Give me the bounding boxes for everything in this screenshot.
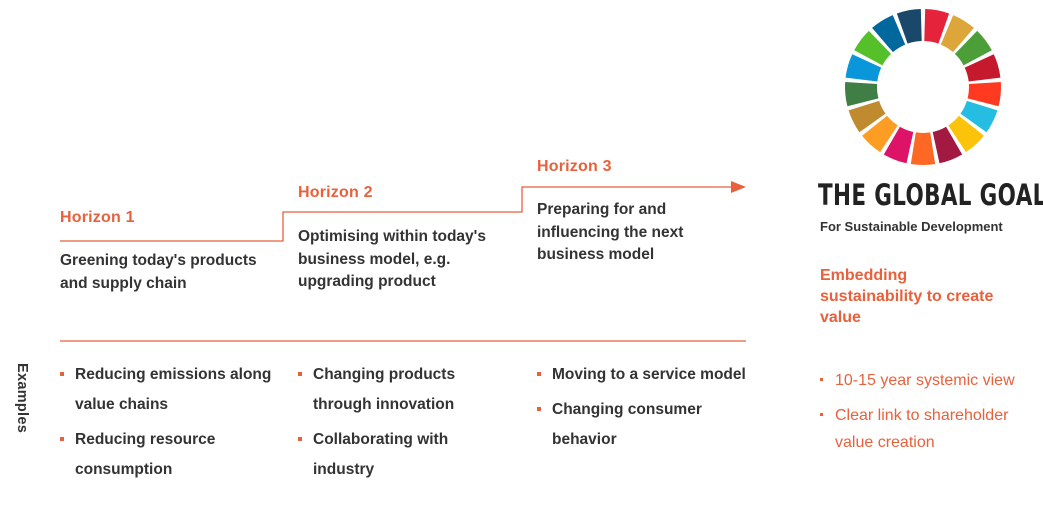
staircase-line (60, 186, 735, 242)
wheel-segment (848, 100, 886, 133)
wheel-segment (845, 81, 879, 107)
examples-list-horizon-3: Moving to a service model Changing consu… (537, 360, 752, 460)
horizon-3-title: Horizon 3 (537, 158, 612, 175)
wheel-segment (910, 132, 936, 165)
wheel-segment (954, 30, 992, 66)
wheel-segment (932, 126, 963, 164)
wheel-segment (964, 54, 1001, 82)
wheel-segment (924, 9, 950, 44)
examples-label: Examples (14, 363, 30, 434)
example-item: Reducing resource consumption (60, 425, 275, 485)
value-bullet: Clear link to shareholder value creation (820, 402, 1025, 456)
example-item: Changing products through innovation (298, 360, 513, 420)
global-goals-subtitle: For Sustainable Development (820, 219, 1003, 234)
wheel-segment (845, 54, 882, 82)
horizon-3-description: Preparing for and influencing the next b… (537, 201, 684, 263)
horizon-1-title: Horizon 1 (60, 209, 135, 226)
wheel-segment (854, 30, 892, 66)
horizon-1-description: Greening today's products and supply cha… (60, 252, 257, 292)
example-item: Reducing emissions along value chains (60, 360, 275, 420)
wheel-segment (960, 100, 998, 133)
wheel-segment (862, 115, 898, 153)
wheel-segment (896, 9, 922, 44)
examples-list-horizon-2: Changing products through innovation Col… (298, 360, 513, 490)
global-goals-title: THE GLOBAL GOALS (818, 178, 1043, 212)
example-item: Moving to a service model (537, 360, 752, 390)
value-bullet: 10-15 year systemic view (820, 367, 1025, 394)
example-item: Collaborating with industry (298, 425, 513, 485)
horizon-2-description: Optimising within today's business model… (298, 228, 486, 290)
global-goals-wheel-logo (845, 9, 1001, 165)
value-bullets: 10-15 year systemic view Clear link to s… (820, 367, 1025, 464)
example-item: Changing consumer behavior (537, 395, 752, 455)
wheel-segment (872, 15, 906, 53)
wheel-segment (940, 15, 974, 53)
value-heading: Embedding sustainability to create value (820, 267, 994, 326)
wheel-segment (883, 126, 914, 164)
horizon-2-title: Horizon 2 (298, 184, 373, 201)
examples-list-horizon-1: Reducing emissions along value chains Re… (60, 360, 275, 490)
wheel-segment (967, 81, 1001, 107)
wheel-segment (948, 115, 984, 153)
arrow-head (731, 181, 746, 193)
